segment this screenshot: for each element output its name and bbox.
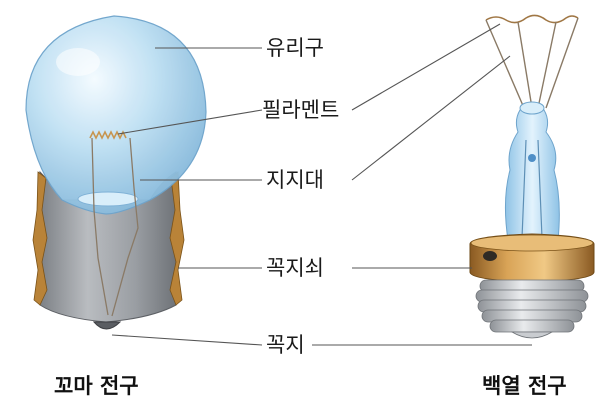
leader-filament-left bbox=[117, 109, 263, 135]
small-bulb-filament bbox=[89, 130, 127, 140]
leader-support-right bbox=[351, 55, 511, 181]
small-bulb-glass-neck bbox=[77, 191, 139, 207]
incandescent-bulb-screw-threads bbox=[475, 279, 589, 333]
small-bulb-highlight bbox=[56, 48, 100, 76]
caption-incandescent-bulb: 백열 전구 bbox=[482, 374, 567, 398]
incandescent-bulb-glass-stem bbox=[504, 109, 560, 241]
incandescent-bulb-stem-bead bbox=[519, 101, 545, 115]
leader-filament-right bbox=[351, 23, 501, 111]
incandescent-bulb-bottom-contact bbox=[510, 331, 554, 339]
incandescent-bulb-lead-wires bbox=[521, 139, 543, 239]
incandescent-bulb-inner-dot bbox=[528, 154, 536, 162]
incandescent-bulb-contact-hole bbox=[483, 251, 497, 261]
label-support: 지지대 bbox=[266, 168, 324, 192]
leader-lines bbox=[111, 23, 532, 346]
label-glass: 유리구 bbox=[266, 36, 324, 60]
small-bulb-gold-right-edge bbox=[169, 171, 185, 306]
incandescent-bulb-filament bbox=[485, 14, 579, 24]
caption-small-bulb: 꼬마 전구 bbox=[54, 374, 139, 398]
label-filament: 필라멘트 bbox=[262, 98, 339, 122]
small-bulb-gold-left-edge bbox=[32, 171, 48, 306]
small-bulb bbox=[25, 15, 207, 330]
incandescent-bulb-collar-top bbox=[470, 234, 594, 252]
leader-contact-left bbox=[111, 334, 263, 346]
incandescent-bulb-support-wires bbox=[485, 17, 579, 109]
label-base: 꼭지쇠 bbox=[266, 256, 324, 280]
small-bulb-support-wires bbox=[91, 137, 139, 317]
label-contact: 꼭지 bbox=[266, 333, 305, 357]
small-bulb-contact-tip bbox=[92, 321, 122, 330]
incandescent-bulb bbox=[469, 14, 595, 339]
